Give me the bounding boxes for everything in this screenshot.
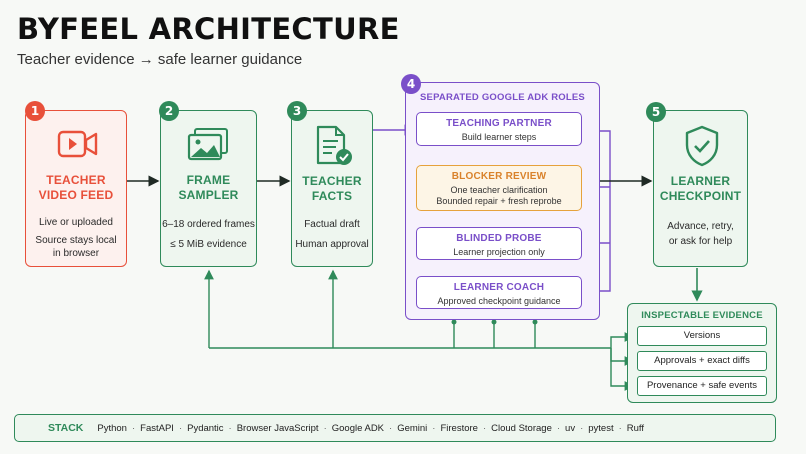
step-1-line-1: Live or uploaded xyxy=(39,217,113,228)
teaching-partner-role: TEACHING PARTNER Build learner steps xyxy=(416,112,582,146)
stack-item: Google ADK xyxy=(331,422,385,434)
stack-item: Cloud Storage xyxy=(491,422,552,434)
blinded-probe-title: BLINDED PROBE xyxy=(456,233,542,244)
learner-coach-title: LEARNER COACH xyxy=(453,282,545,293)
step-2-title-1: FRAME xyxy=(186,173,231,187)
evidence-item: Provenance + safe events xyxy=(637,376,767,396)
step-2-line-1: 6–18 ordered frames xyxy=(162,219,255,230)
stack-item: FastAPI xyxy=(140,422,174,434)
teacher-facts-card: TEACHER FACTS Factual draft Human approv… xyxy=(291,110,373,267)
step-2-title-2: SAMPLER xyxy=(178,188,239,202)
stack-separator: · xyxy=(178,422,183,434)
stack-separator: · xyxy=(131,422,136,434)
blocker-review-role: BLOCKER REVIEW One teacher clarification… xyxy=(416,165,582,211)
step-3-line-1: Factual draft xyxy=(304,219,360,230)
teaching-partner-title: TEACHING PARTNER xyxy=(446,118,552,129)
step-5-title-2: CHECKPOINT xyxy=(659,189,742,203)
learner-coach-line: Approved checkpoint guidance xyxy=(437,296,561,306)
stack-separator: · xyxy=(432,422,436,434)
evidence-title: INSPECTABLE EVIDENCE xyxy=(641,310,763,321)
stack-separator: · xyxy=(228,422,232,434)
stack-item: Gemini xyxy=(397,422,428,434)
stack-item: Python xyxy=(97,422,127,434)
stack-separator: · xyxy=(618,422,622,434)
step-1-line-3: in browser xyxy=(52,248,100,259)
stack-separator: · xyxy=(482,422,487,434)
stack-item: Pydantic xyxy=(187,422,224,434)
video-camera-icon xyxy=(57,130,98,158)
learner-checkpoint-card: LEARNER CHECKPOINT Advance, retry, or as… xyxy=(653,110,748,267)
stack-bar: STACK Python · FastAPI · Pydantic · Browser Ja… xyxy=(14,414,776,442)
adk-group-title: SEPARATED GOOGLE ADK ROLES xyxy=(420,92,585,103)
stack-separator: · xyxy=(389,422,393,434)
shield-check-icon xyxy=(685,125,719,167)
stack-item: Browser JavaScript xyxy=(236,422,319,434)
teaching-partner-line: Build learner steps xyxy=(461,132,537,142)
step-3-title-2: FACTS xyxy=(311,189,353,203)
document-check-icon xyxy=(316,125,352,165)
step-5-badge: 5 xyxy=(646,102,666,122)
step-4-badge: 4 xyxy=(401,74,421,94)
learner-coach-role: LEARNER COACH Approved checkpoint guidan… xyxy=(416,276,582,309)
page-title: BYFEEL ARCHITECTURE xyxy=(17,12,400,46)
step-5-line-1: Advance, retry, xyxy=(667,221,734,232)
teacher-video-feed-card: TEACHER VIDEO FEED Live or uploaded Sour… xyxy=(25,110,127,267)
evidence-item: Versions xyxy=(637,326,767,346)
step-3-badge: 3 xyxy=(287,101,307,121)
stack-item: uv xyxy=(565,422,576,434)
stack-item: pytest xyxy=(588,422,614,434)
step-1-title-2: VIDEO FEED xyxy=(38,188,114,202)
step-1-line-2: Source stays local xyxy=(35,235,117,246)
stack-separator: · xyxy=(556,422,561,434)
blocker-review-title: BLOCKER REVIEW xyxy=(451,171,547,182)
stack-item: Firestore xyxy=(440,422,478,434)
frame-sampler-card: FRAME SAMPLER 6–18 ordered frames ≤ 5 Mi… xyxy=(160,110,257,267)
evidence-item: Approvals + exact diffs xyxy=(637,351,767,371)
blinded-probe-role: BLINDED PROBE Learner projection only xyxy=(416,227,582,260)
step-3-title-1: TEACHER xyxy=(302,174,362,188)
step-1-badge: 1 xyxy=(25,101,45,121)
blinded-probe-line: Learner projection only xyxy=(453,247,545,257)
step-2-badge: 2 xyxy=(159,101,179,121)
image-stack-icon xyxy=(187,128,228,161)
step-5-line-2: or ask for help xyxy=(668,236,733,247)
stack-separator: · xyxy=(323,422,327,434)
blocker-review-line-1: One teacher clarification xyxy=(450,185,548,195)
step-1-title-1: TEACHER xyxy=(46,173,106,187)
step-5-title-1: LEARNER xyxy=(670,174,731,188)
page-subtitle: Teacher evidence → safe learner guidance xyxy=(17,51,303,68)
step-2-line-2: ≤ 5 MiB evidence xyxy=(170,239,247,250)
stack-label: STACK xyxy=(48,422,84,434)
stack-item: Ruff xyxy=(626,422,645,434)
stack-separator: · xyxy=(580,422,584,434)
blocker-review-line-2: Bounded repair + fresh reprobe xyxy=(436,196,562,206)
step-3-line-2: Human approval xyxy=(295,239,369,250)
